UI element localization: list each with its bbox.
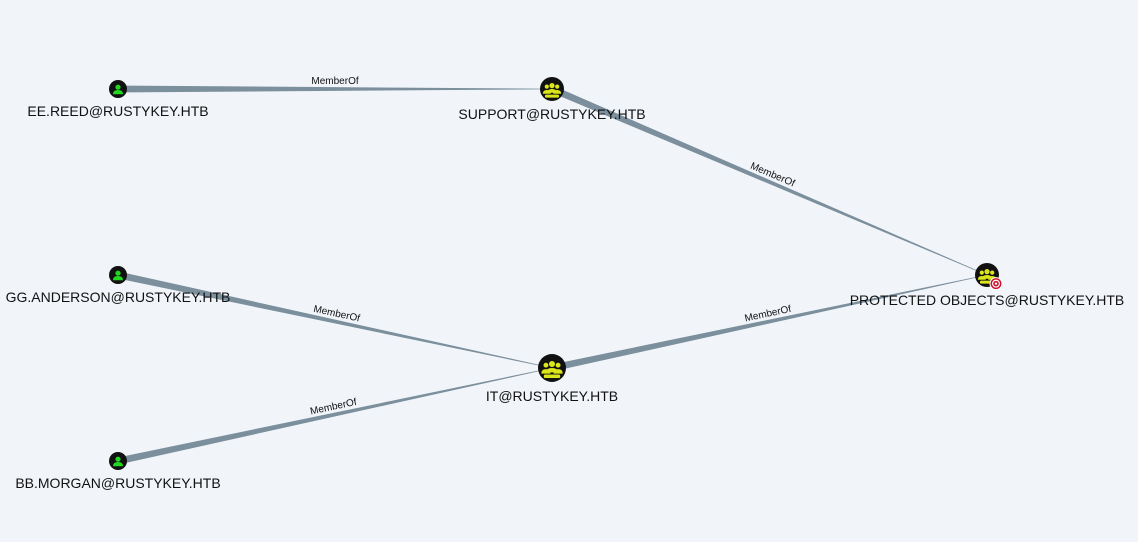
node-label: GG.ANDERSON@RUSTYKEY.HTB [6,289,231,305]
nodes-layer: EE.REED@RUSTYKEY.HTB SUPPORT@RUSTYKEY.HTB… [6,77,1125,491]
node-gg_anderson[interactable]: GG.ANDERSON@RUSTYKEY.HTB [6,266,231,305]
group-icon [541,361,563,379]
edge-label: MemberOf [311,76,358,87]
node-label: EE.REED@RUSTYKEY.HTB [27,103,208,119]
edge-bb_morgan-to-it[interactable] [117,367,553,465]
user-icon [113,270,123,281]
node-support[interactable]: SUPPORT@RUSTYKEY.HTB [458,77,646,122]
edges-layer [117,85,988,465]
node-label: BB.MORGAN@RUSTYKEY.HTB [15,475,220,491]
node-bb_morgan[interactable]: BB.MORGAN@RUSTYKEY.HTB [15,452,221,491]
edge-ee_reed-to-support[interactable] [118,85,552,93]
node-ee_reed[interactable]: EE.REED@RUSTYKEY.HTB [27,80,209,119]
node-label: SUPPORT@RUSTYKEY.HTB [458,106,645,122]
target-icon [989,277,1003,291]
edge-support-to-protected_objects[interactable] [550,85,988,276]
node-protected_objects[interactable]: PROTECTED OBJECTS@RUSTYKEY.HTB [850,263,1125,308]
node-label: IT@RUSTYKEY.HTB [486,388,618,404]
group-icon [542,83,562,98]
edge-it-to-protected_objects[interactable] [551,274,988,372]
user-icon [113,84,123,95]
node-it[interactable]: IT@RUSTYKEY.HTB [486,354,618,404]
node-label: PROTECTED OBJECTS@RUSTYKEY.HTB [850,292,1125,308]
edge-gg_anderson-to-it[interactable] [117,271,553,369]
user-icon [113,456,123,467]
